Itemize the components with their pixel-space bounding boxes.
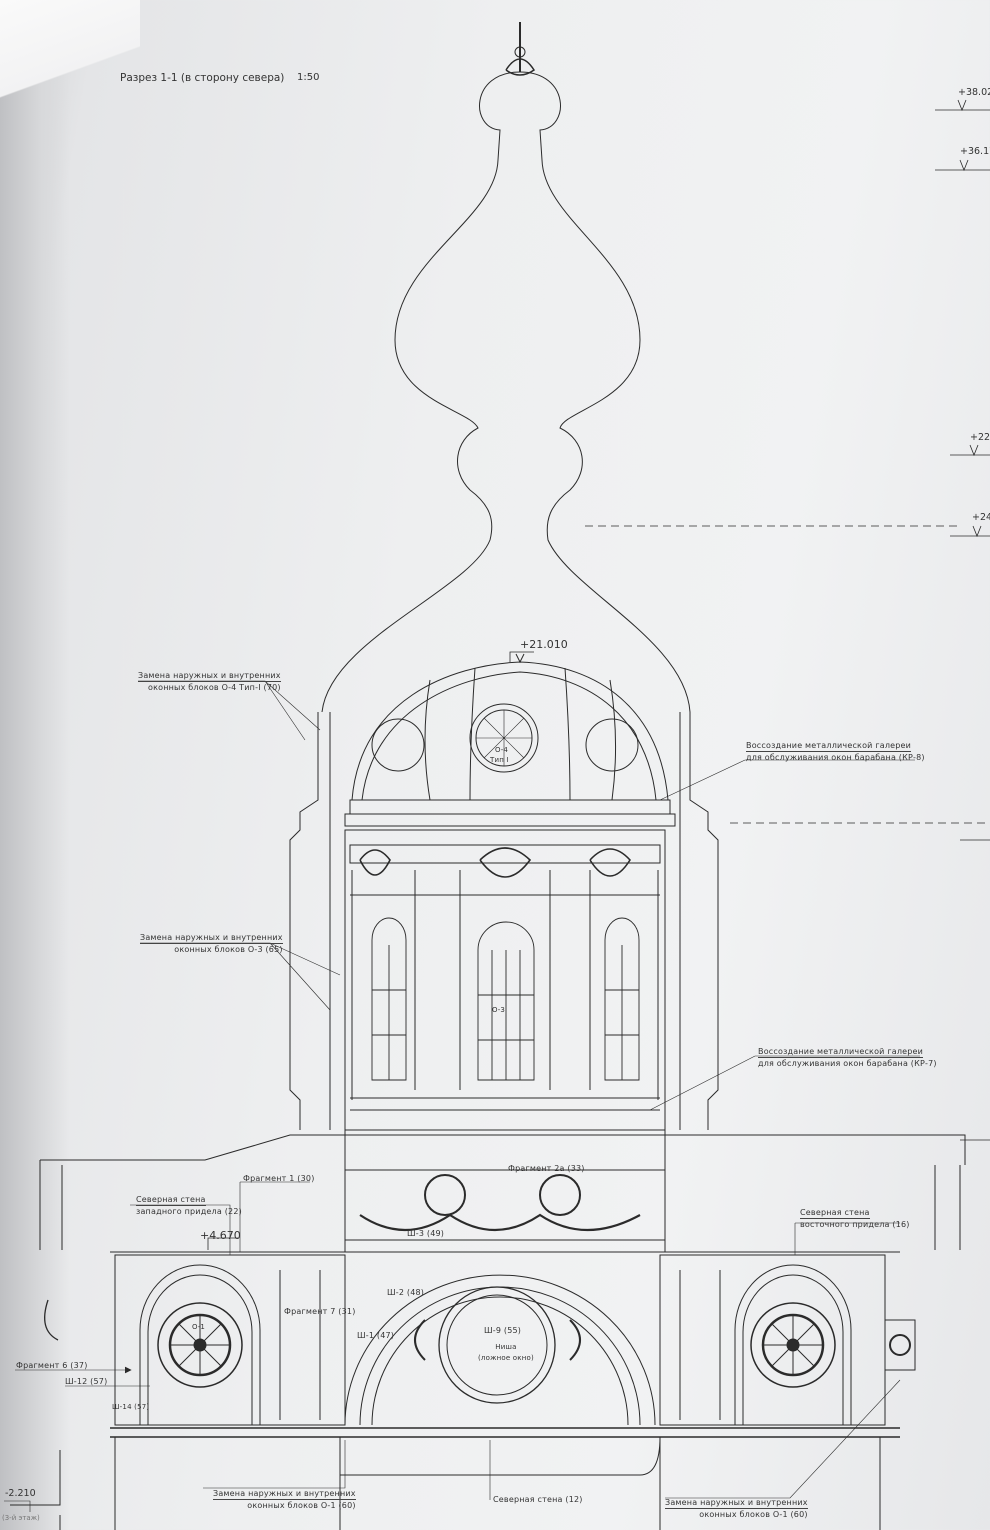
elevation-38: +38.021: [958, 87, 990, 98]
annotation-line: для обслуживания окон барабана (КР-8): [746, 753, 925, 762]
east-chapel: [659, 1254, 916, 1426]
annotation-line: оконных блоков О-1 (60): [699, 1510, 808, 1519]
annotation-west-wall: Северная стена западного придела (22): [136, 1194, 242, 1217]
annotation-niche: Ниша (ложное окно): [478, 1342, 534, 1364]
annotation-line: Замена наружных и внутренних: [138, 671, 281, 682]
spire-cross: [505, 22, 536, 76]
window-mark-o3: О-3: [492, 1006, 506, 1014]
floor-slab: [10, 1427, 900, 1530]
annotation-line: оконных блоков О-4 Тип-I (70): [147, 683, 281, 692]
annotation-line: Северная стена: [800, 1208, 870, 1219]
annotation-o1-left: Замена наружных и внутренних оконных бло…: [213, 1488, 356, 1511]
page-edge-shadow: [0, 0, 70, 1530]
chapel-roofs: [39, 1134, 966, 1341]
elevation-22: +22.: [970, 432, 990, 443]
annotation-line: Ниша: [495, 1343, 517, 1351]
annotation-line: западного придела (22): [136, 1207, 242, 1216]
window-mark-o1: О-1: [192, 1323, 206, 1331]
leader-lines: [4, 680, 920, 1512]
annotation-east-wall: Северная стена восточного придела (16): [800, 1207, 910, 1230]
annotation-fragment-6: Фрагмент 6 (37): [16, 1361, 88, 1370]
elevation-24: +24.: [972, 512, 990, 523]
annotation-north-wall: Северная стена (12): [493, 1495, 583, 1504]
annotation-fragment-2a: Фрагмент 2а (33): [508, 1164, 585, 1173]
elevation-ticks: [730, 99, 990, 1141]
annotation-sh1: Ш-1 (47): [357, 1331, 395, 1340]
drawing-title: Разрез 1-1 (в сторону севера): [120, 72, 285, 84]
annotation-o1-right: Замена наружных и внутренних оконных бло…: [665, 1497, 808, 1520]
annotation-sh14: Ш-14 (57): [112, 1403, 150, 1411]
annotation-fragment-7: Фрагмент 7 (31): [284, 1307, 356, 1316]
annotation-o3: Замена наружных и внутренних оконных бло…: [140, 932, 283, 955]
annotation-sh9: Ш-9 (55): [484, 1326, 522, 1335]
lower-drum-band: [344, 1129, 666, 1253]
elevation-minus-2: -2.210: [5, 1488, 36, 1499]
annotation-line: Воссоздание металлической галереи: [758, 1047, 924, 1058]
onion-dome-outline: [321, 71, 691, 713]
window-mark-o4: О-4: [495, 746, 509, 754]
annotation-sh12: Ш-12 (57): [65, 1377, 108, 1386]
annotation-line: Замена наружных и внутренних: [213, 1489, 356, 1500]
drum-dome: [344, 651, 676, 827]
annotation-fragment-1: Фрагмент 1 (30): [243, 1174, 315, 1183]
paper-fold: [0, 0, 140, 110]
annotation-line: Воссоздание металлической галереи: [746, 741, 912, 752]
window-mark-type: Тип I: [490, 756, 509, 764]
annotation-line: (ложное окно): [478, 1354, 534, 1362]
west-chapel: [114, 1237, 346, 1426]
drawing-scale: 1:50: [297, 72, 320, 83]
annotation-line: для обслуживания окон барабана (КР-7): [758, 1059, 937, 1068]
annotation-kp7: Воссоздание металлической галереи для об…: [758, 1046, 937, 1069]
annotation-line: восточного придела (16): [800, 1220, 910, 1229]
elevation-36: +36.173: [960, 146, 990, 157]
annotation-line: Северная стена: [136, 1195, 206, 1206]
drum-walls: [289, 712, 719, 1131]
elevation-21: +21.010: [520, 638, 568, 651]
annotation-kp8: Воссоздание металлической галереи для об…: [746, 740, 925, 763]
annotation-line: оконных блоков О-3 (65): [174, 945, 283, 954]
drum-windows: [359, 847, 640, 1081]
elevation-floor-note: (3-й этаж): [2, 1514, 40, 1522]
central-arch: [344, 1274, 656, 1426]
annotation-o4: Замена наружных и внутренних оконных бло…: [138, 670, 281, 693]
annotation-sh2: Ш-2 (48): [387, 1288, 425, 1297]
annotation-sh3: Ш-3 (49): [407, 1229, 445, 1238]
annotation-line: Замена наружных и внутренних: [140, 933, 283, 944]
annotation-line: оконных блоков О-1 (60): [247, 1501, 356, 1510]
elevation-4: +4.670: [200, 1229, 241, 1242]
annotation-line: Замена наружных и внутренних: [665, 1498, 808, 1509]
